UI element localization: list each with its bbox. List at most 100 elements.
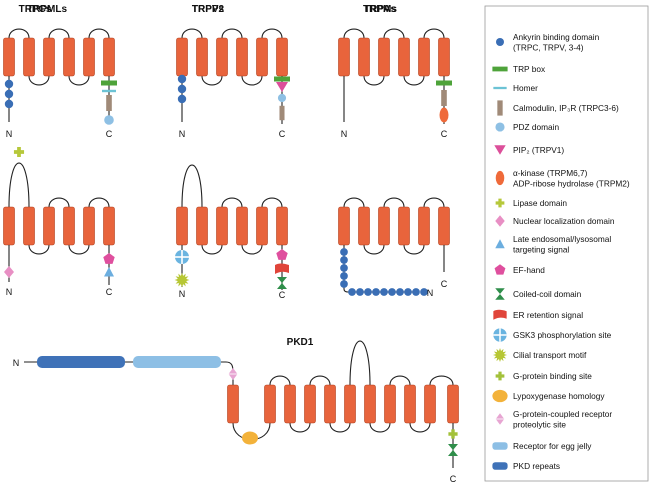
legend-label: PDZ domain <box>513 122 559 132</box>
legend: Ankyrin binding domain(TRPC, TRPV, 3-4)T… <box>484 5 649 482</box>
egg-jelly-icon <box>492 442 508 450</box>
transmembrane-segment <box>3 206 15 246</box>
c-terminus-label: C <box>279 290 286 300</box>
transmembrane-segment <box>358 206 370 246</box>
legend-label: Calmodulin, IP₃R (TRPC3-6) <box>513 103 619 113</box>
lipoxygenase-icon <box>492 389 508 403</box>
extracellular-loop <box>261 197 283 208</box>
extracellular-loop <box>221 28 243 39</box>
transmembrane-segment <box>276 37 288 77</box>
legend-label: G-protein-coupled receptor <box>513 409 612 419</box>
transmembrane-segment <box>196 206 208 246</box>
gsk3-icon <box>493 328 507 342</box>
egg-jelly-domain <box>133 356 221 368</box>
legend-box <box>484 5 649 482</box>
cilial-transport-icon <box>492 347 508 363</box>
legend-label: Ankyrin binding domain <box>513 32 600 42</box>
ankyrin-icon <box>364 288 372 296</box>
legend-label: PKD repeats <box>513 461 560 471</box>
legend-label: Receptor for egg jelly <box>513 441 592 451</box>
lipase-icon <box>495 198 505 208</box>
legend-item: GSK3 phosphorylation site <box>493 328 612 342</box>
intracellular-loop <box>403 244 425 255</box>
intracellular-loop <box>403 75 425 86</box>
alpha-kinase-icon <box>495 170 505 186</box>
extracellular-loop <box>181 164 203 208</box>
ankyrin-icon <box>4 89 14 99</box>
legend-item: Calmodulin, IP₃R (TRPC3-6) <box>497 100 619 116</box>
late-endosomal-icon <box>495 239 505 249</box>
legend-item: PDZ domain <box>495 122 559 132</box>
intracellular-loop <box>201 244 223 255</box>
extracellular-loop <box>343 197 365 208</box>
transmembrane-segment <box>216 206 228 246</box>
ankyrin-icon <box>177 84 187 94</box>
ankyrin-icon <box>340 272 348 280</box>
ankyrin-icon <box>340 264 348 272</box>
n-terminus-label: N <box>6 129 13 139</box>
n-terminus-label: N <box>427 288 434 298</box>
ankyrin-icon <box>4 99 14 109</box>
extracellular-loop <box>8 28 30 39</box>
transmembrane-segment <box>23 206 35 246</box>
extracellular-loop <box>269 375 291 386</box>
transmembrane-segment <box>438 37 450 77</box>
extracellular-loop <box>423 197 445 208</box>
ankyrin-icon <box>177 94 187 104</box>
intracellular-loop <box>289 422 311 433</box>
extracellular-loop <box>343 28 365 39</box>
legend-item: α-kinase (TRPM6,7)ADP-ribose hydrolase (… <box>495 168 630 188</box>
nuclear-localization-icon <box>495 215 505 227</box>
transmembrane-segment <box>256 206 268 246</box>
ankyrin-icon <box>340 280 348 288</box>
legend-label: proteolytic site <box>513 419 566 429</box>
legend-label: Lipase domain <box>513 198 567 208</box>
c-terminus-label: C <box>441 279 448 289</box>
transmembrane-segment <box>384 384 396 424</box>
legend-label: GSK3 phosphorylation site <box>513 330 612 340</box>
n-terminus-label: N <box>179 129 186 139</box>
ankyrin-icon <box>496 38 504 46</box>
transmembrane-segment <box>83 206 95 246</box>
legend-label: G-protein binding site <box>513 371 592 381</box>
transmembrane-segment <box>264 384 276 424</box>
legend-label: ER retention signal <box>513 310 583 320</box>
legend-item: Coiled-coil domain <box>495 288 582 300</box>
n-terminus-label: N <box>341 129 348 139</box>
calmodulin-icon <box>279 105 285 121</box>
legend-item: G-protein binding site <box>495 371 592 381</box>
legend-item: Homer <box>493 83 538 93</box>
transmembrane-segment <box>176 206 188 246</box>
legend-label: Nuclear localization domain <box>513 216 615 226</box>
legend-item: Receptor for egg jelly <box>492 441 592 451</box>
c-terminus-label: C <box>450 474 457 484</box>
legend-label: TRP box <box>513 64 546 74</box>
channel-title: TRPMLs <box>27 4 67 15</box>
ankyrin-icon <box>372 288 380 296</box>
intracellular-loop <box>363 75 385 86</box>
gpcr-proteolytic-icon <box>228 368 238 380</box>
ef-hand-icon <box>103 253 115 264</box>
legend-label: ADP-ribose hydrolase (TRPM2) <box>513 178 630 188</box>
extracellular-loop <box>389 375 411 386</box>
g-protein-binding-icon <box>495 371 505 381</box>
extracellular-loop <box>221 197 243 208</box>
transmembrane-segment <box>338 37 350 77</box>
extracellular-loop <box>48 197 70 208</box>
legend-item: ER retention signal <box>493 309 583 320</box>
trp-box-icon <box>436 80 452 86</box>
transmembrane-segment <box>378 206 390 246</box>
transmembrane-segment <box>103 206 115 246</box>
intracellular-loop <box>28 75 50 86</box>
transmembrane-segment <box>236 206 248 246</box>
transmembrane-segment <box>358 37 370 77</box>
intracellular-loop <box>369 422 391 433</box>
transmembrane-segment <box>63 206 75 246</box>
c-terminus-label: C <box>106 129 113 139</box>
transmembrane-segment <box>83 37 95 77</box>
